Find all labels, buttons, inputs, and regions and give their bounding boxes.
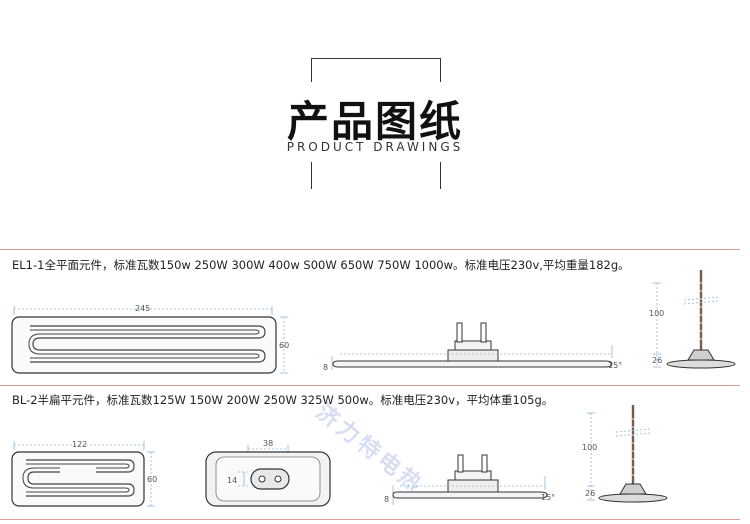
dim-bl2-base-height: 26 [585, 489, 595, 498]
title-mask [300, 82, 450, 162]
dim-el1-base-height: 26 [652, 356, 662, 365]
dim-el1-length: 245 [135, 304, 150, 313]
divider-middle [0, 385, 740, 386]
dim-el1-angle: 15° [608, 361, 622, 370]
bl-2-top-view: 122 60 [11, 440, 157, 507]
dim-bl2-thickness: 8 [384, 495, 389, 504]
dim-el1-thickness: 8 [323, 363, 328, 372]
dim-el1-height: 60 [279, 341, 289, 350]
el1-1-top-view: 245 60 [11, 304, 289, 374]
dim-bl2-socket-width: 38 [263, 439, 273, 448]
spec-el1-1: EL1-1全平面元件，标准瓦数150w 250W 300W 400w S00W … [12, 258, 630, 272]
dim-bl2-height: 60 [147, 475, 157, 484]
divider-top [0, 249, 740, 250]
dim-el1-lead-height: 100 [649, 309, 664, 318]
el1-1-side-view: 8 15° [323, 322, 622, 372]
spec-bl-2: BL-2半扁平元件，标准瓦数125W 150W 200W 250W 325W 5… [12, 393, 554, 407]
dim-bl2-angle: 15° [541, 493, 555, 502]
bl-2-side-view: 8 15° [384, 454, 555, 505]
page-title: 产品图纸 [286, 97, 463, 146]
dim-bl2-socket-height: 14 [227, 476, 237, 485]
bl-2-back-view: 38 14 [205, 439, 331, 507]
dim-bl2-lead-height: 100 [582, 443, 597, 452]
page-subtitle: PRODUCT DRAWINGS [286, 140, 464, 154]
divider-bottom [0, 519, 740, 520]
dim-bl2-length: 122 [72, 440, 87, 449]
el1-1-front-view: 100 26 [649, 270, 736, 369]
bl-2-front-view: 100 26 [582, 405, 668, 503]
